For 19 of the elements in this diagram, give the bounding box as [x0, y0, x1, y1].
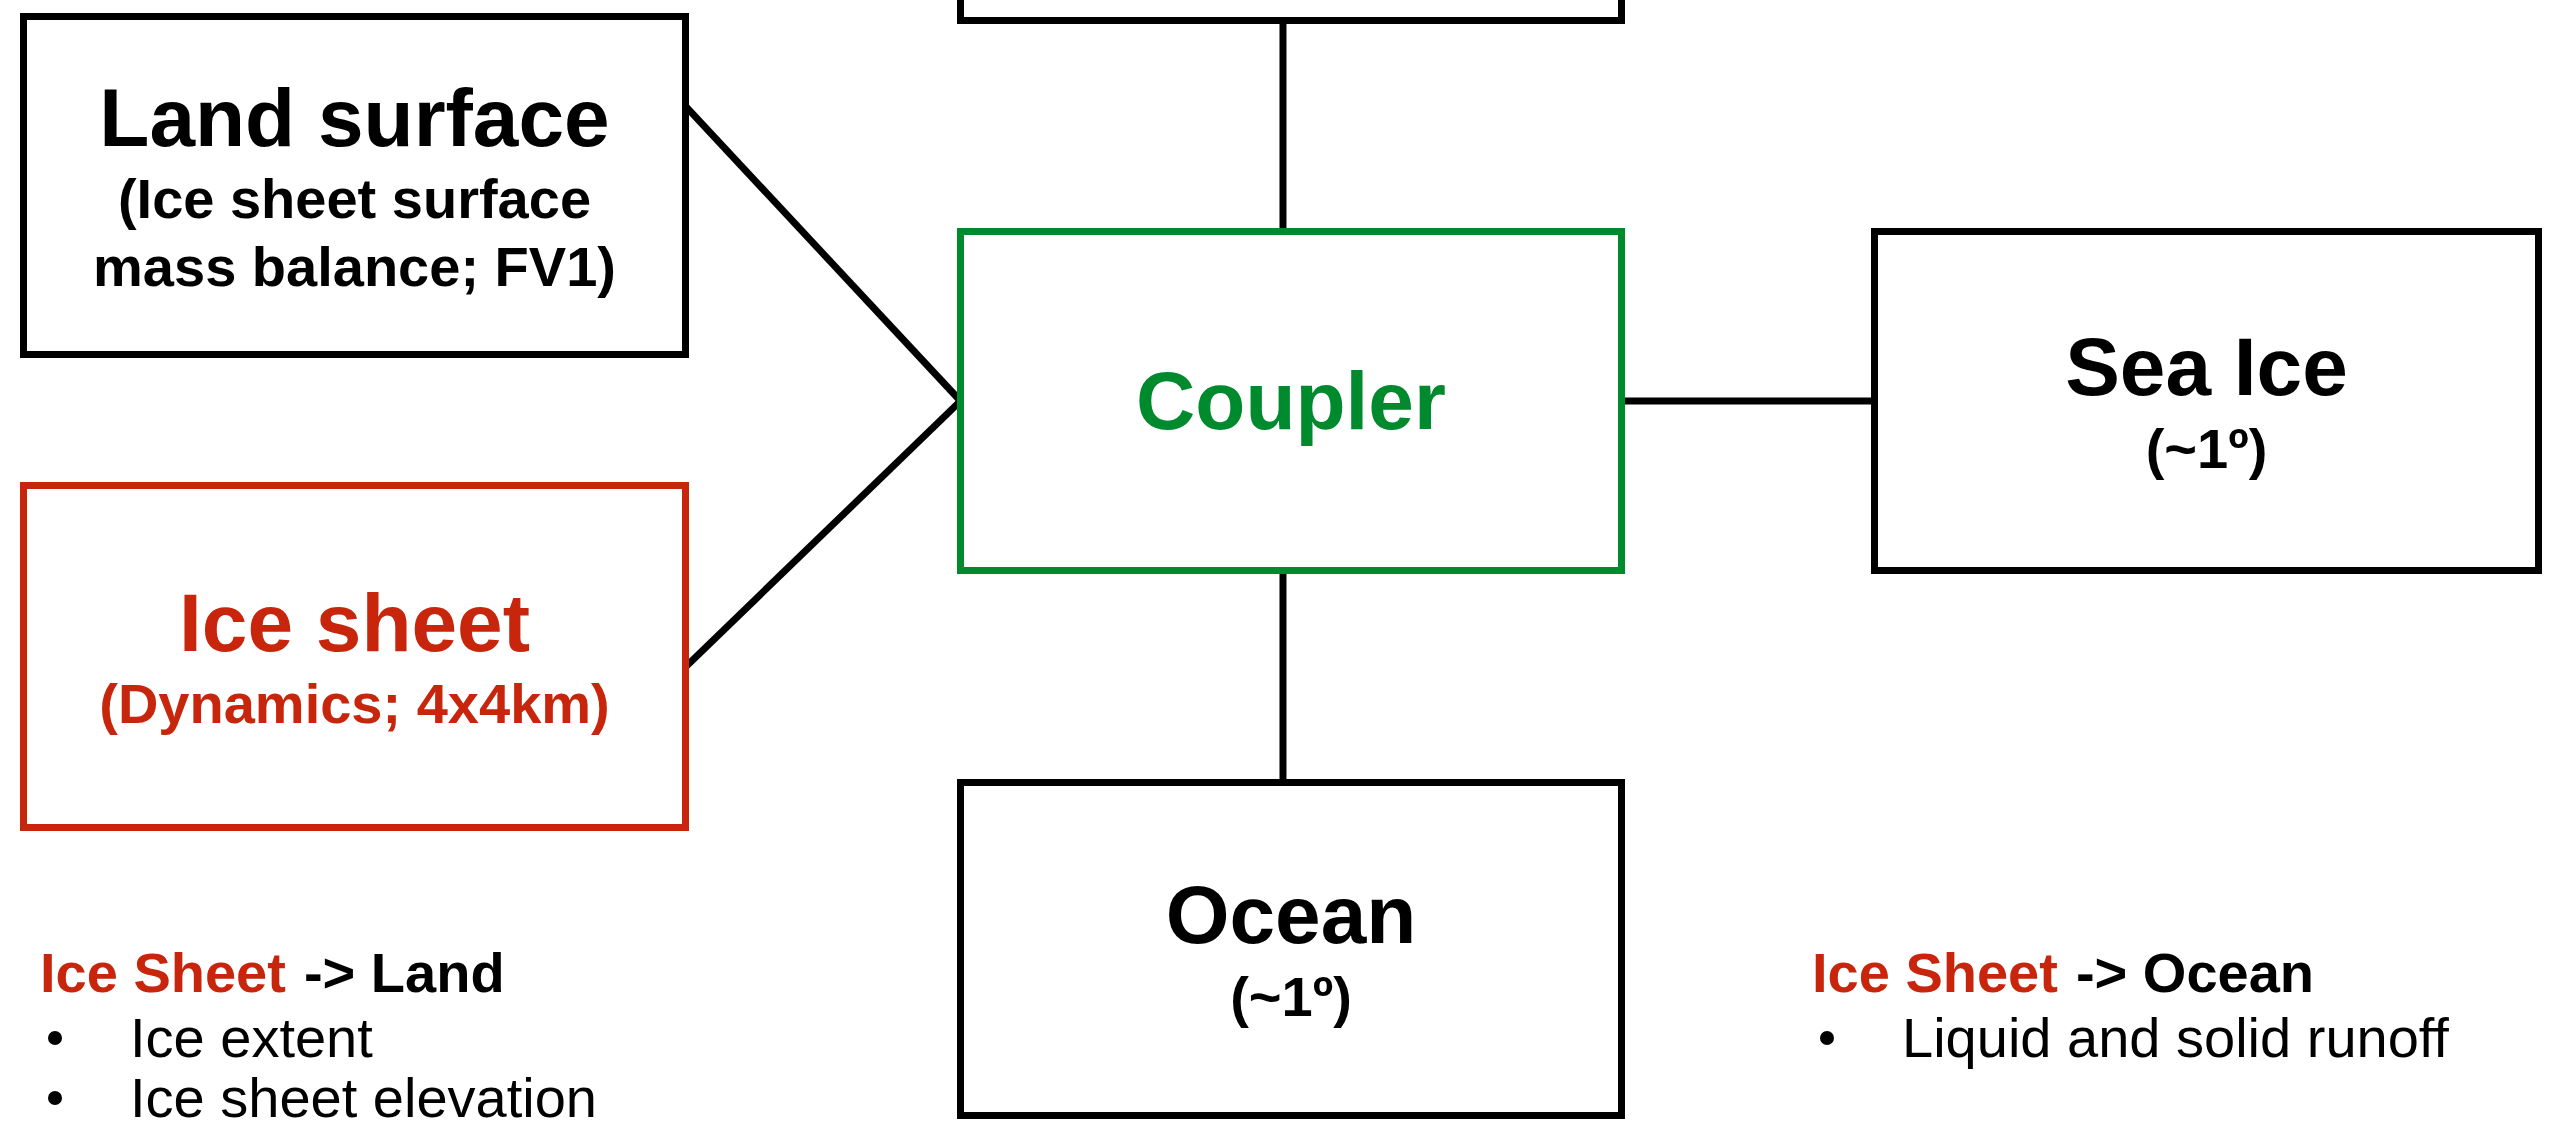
component-box	[20, 482, 689, 831]
component-detail: (Ice sheet surface mass balance; FV1)	[92, 166, 617, 300]
component-title: Ocean	[1165, 868, 1417, 963]
coupler-box	[957, 228, 1625, 574]
component-detail: (~1º)	[1230, 963, 1352, 1030]
heading-text: -> Ocean	[2075, 940, 2314, 1005]
component-title: Coupler	[1136, 353, 1446, 448]
component-detail: (Dynamics; 4x4km)	[99, 671, 610, 738]
component-box	[957, 779, 1625, 1119]
component-title: Sea Ice	[2065, 320, 2348, 415]
component-box	[20, 13, 689, 358]
bullet-text: Liquid and solid runoff	[1902, 1005, 2449, 1070]
heading-text: Ice Sheet	[40, 940, 286, 1005]
component-detail: (~1º)	[2145, 415, 2268, 482]
heading-text: Ice Sheet	[1812, 940, 2058, 1005]
heading-text: -> Land	[303, 940, 505, 1005]
component-title: Ice sheet	[179, 575, 530, 670]
component-box	[1871, 228, 2542, 574]
component-title: Land surface	[99, 71, 610, 166]
